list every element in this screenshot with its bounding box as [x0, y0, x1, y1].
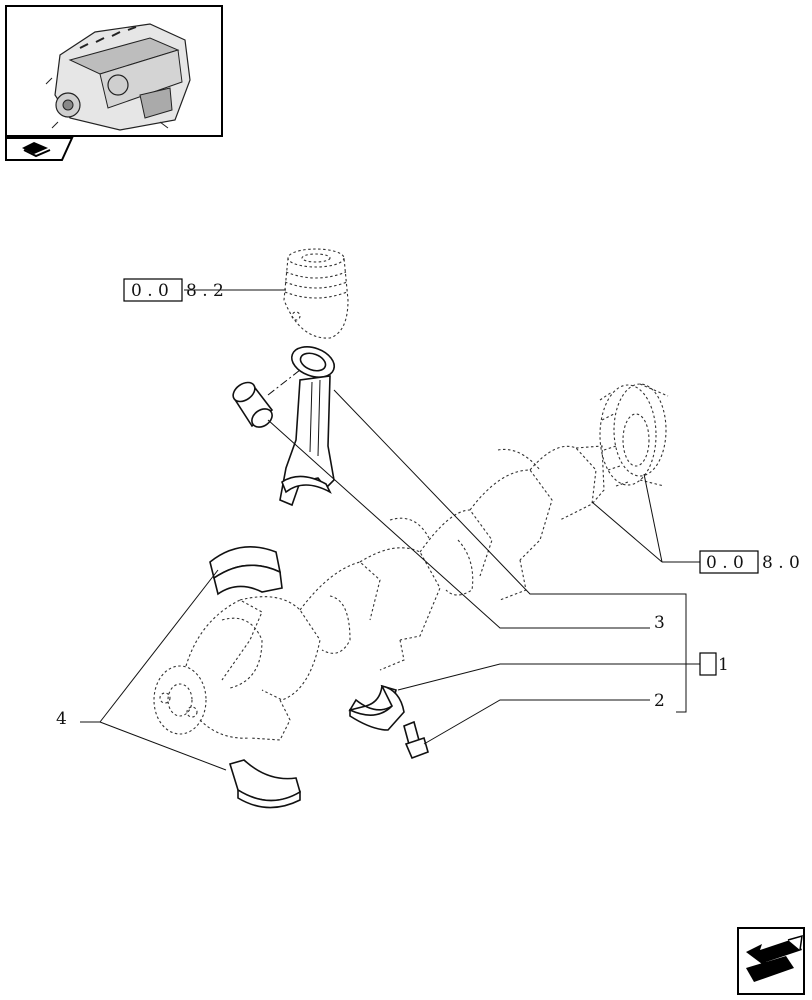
- engine-view-icon: [22, 142, 51, 158]
- view-toggle-button[interactable]: [5, 137, 74, 161]
- engine-thumbnail-image: [45, 23, 191, 131]
- ref-piston-tail: 8 . 2: [186, 281, 224, 301]
- callout-2[interactable]: 2: [654, 691, 665, 711]
- lower-bearing-shell[interactable]: [228, 759, 301, 809]
- leader-lines: [80, 289, 700, 771]
- rod-bearing-cap[interactable]: [348, 684, 405, 731]
- piston-reference: [283, 248, 349, 339]
- ref-label-gear[interactable]: 0 . 0 8 . 0: [699, 550, 800, 574]
- timing-gear-reference: [599, 383, 669, 487]
- upper-bearing-shell[interactable]: [209, 546, 283, 596]
- ref-label-piston[interactable]: 0 . 0 8 . 2: [123, 278, 224, 302]
- ref-piston-boxed: 0 . 0: [131, 281, 169, 301]
- rod-bolt[interactable]: [403, 720, 429, 760]
- piston-pin[interactable]: [230, 379, 276, 431]
- ref-gear-tail: 8 . 0: [762, 553, 800, 573]
- engine-thumbnail[interactable]: [5, 5, 223, 137]
- callout-1-box: [699, 652, 717, 676]
- next-arrow-icon: [746, 934, 803, 982]
- connecting-rod[interactable]: [279, 341, 338, 507]
- callout-4[interactable]: 4: [56, 709, 67, 729]
- next-page-button[interactable]: [737, 927, 805, 995]
- callout-3[interactable]: 3: [654, 613, 665, 633]
- callout-1[interactable]: 1: [718, 655, 729, 675]
- ref-gear-boxed: 0 . 0: [706, 553, 744, 573]
- crankshaft-reference: [153, 445, 605, 741]
